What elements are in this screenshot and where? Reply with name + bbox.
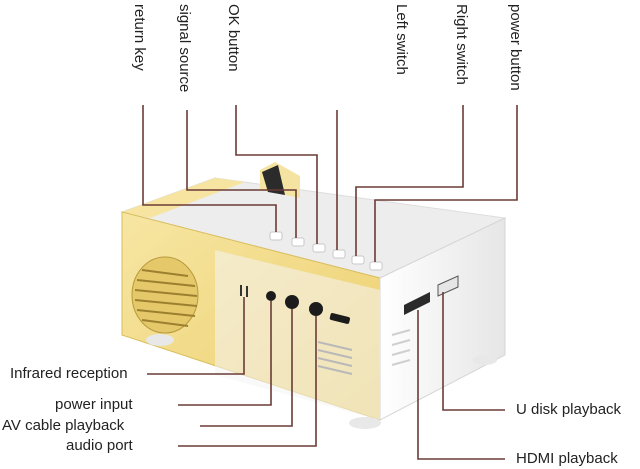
label-right-switch: Right switch [453, 4, 470, 85]
lens-hood-dark [262, 165, 285, 195]
top-yellow-rim [122, 178, 245, 218]
hdmi-port [404, 292, 430, 315]
label-power-input: power input [55, 396, 133, 413]
label-av-cable-playback: AV cable playback [2, 417, 125, 434]
ir-sensor [240, 285, 248, 297]
label-ok-button: OK button [225, 4, 242, 72]
label-power-button: power button [507, 4, 524, 91]
label-signal-source: signal source [176, 4, 193, 93]
side-vents [391, 329, 411, 366]
label-audio-port: audio port [66, 437, 133, 454]
leader-lines [142, 105, 518, 460]
label-hdmi-playback: HDMI playback [516, 450, 618, 467]
speaker-grill [131, 256, 199, 334]
label-left-switch: Left switch [393, 4, 410, 75]
usb-port [437, 275, 459, 297]
front-white-panel [215, 250, 380, 420]
top-buttons [269, 231, 383, 271]
label-return-key: return key [131, 4, 148, 71]
front-vents [317, 341, 353, 375]
label-u-disk-playback: U disk playback [516, 401, 622, 418]
label-infrared-reception: Infrared reception [10, 365, 128, 382]
